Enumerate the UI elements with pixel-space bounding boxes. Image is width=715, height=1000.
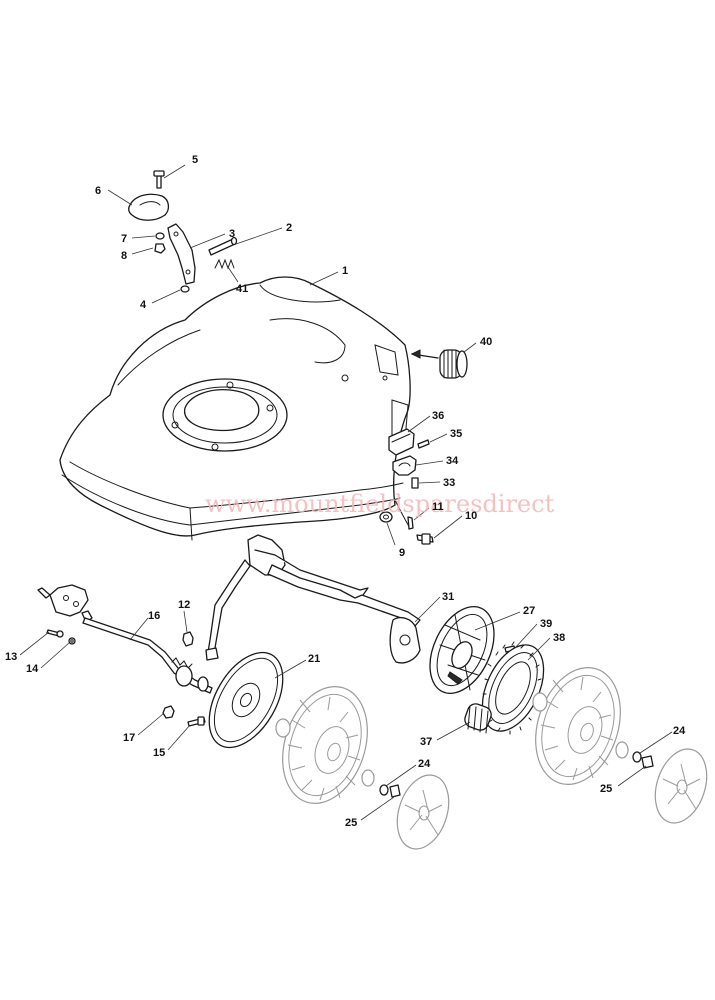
callout-13: 13	[5, 651, 17, 663]
callout-41: 41	[236, 283, 248, 295]
wheel-fasteners-rear	[162, 705, 206, 727]
height-adjuster-parts	[379, 428, 434, 545]
callout-4: 4	[140, 299, 147, 311]
callout-24-right: 24	[673, 725, 686, 737]
rear-axle	[37, 584, 213, 694]
roller-gear	[410, 349, 468, 379]
callout-33: 33	[443, 477, 455, 489]
callout-21: 21	[308, 653, 320, 665]
lift-rod-assembly	[205, 534, 421, 664]
deck-housing	[59, 276, 411, 541]
callout-40: 40	[480, 336, 492, 348]
callout-16: 16	[148, 610, 160, 622]
right-wheel-hardware	[632, 748, 708, 824]
callout-24-left: 24	[418, 758, 431, 770]
callout-9: 9	[399, 547, 405, 559]
callout-35: 35	[450, 428, 462, 440]
right-wheel	[532, 667, 629, 785]
callout-37: 37	[420, 736, 432, 748]
callout-2: 2	[286, 222, 292, 234]
callout-14: 14	[26, 663, 39, 675]
callout-36: 36	[432, 410, 444, 422]
watermark-text: www.mountfieldsparesdirect	[205, 490, 555, 518]
callout-38: 38	[553, 632, 565, 644]
callout-10: 10	[465, 510, 477, 522]
callout-17: 17	[123, 732, 135, 744]
drive-disc	[429, 606, 495, 694]
callout-27: 27	[523, 605, 535, 617]
callout-labels: 5 6 7 8 3 2 41 4 1 40 36 35 34 33 11 9 1…	[5, 154, 686, 829]
spacer	[182, 631, 194, 647]
callout-6: 6	[95, 185, 101, 197]
callout-34: 34	[446, 455, 459, 467]
callout-25-right: 25	[600, 783, 612, 795]
callout-8: 8	[121, 250, 127, 262]
callout-7: 7	[121, 233, 127, 245]
callout-1: 1	[342, 265, 348, 277]
callout-15: 15	[153, 747, 165, 759]
callout-3: 3	[229, 228, 235, 240]
left-wheel-hardware	[379, 774, 450, 850]
callout-11: 11	[432, 501, 444, 513]
callout-12: 12	[178, 599, 190, 611]
callout-5: 5	[192, 154, 198, 166]
callout-25-left: 25	[345, 817, 357, 829]
leader-lines	[19, 164, 673, 821]
callout-39: 39	[540, 618, 552, 630]
handle-bracket-assembly	[128, 170, 238, 293]
axle-fasteners	[46, 629, 76, 645]
callout-31: 31	[442, 591, 454, 603]
left-wheel	[275, 686, 375, 804]
hub-disc	[208, 651, 284, 749]
